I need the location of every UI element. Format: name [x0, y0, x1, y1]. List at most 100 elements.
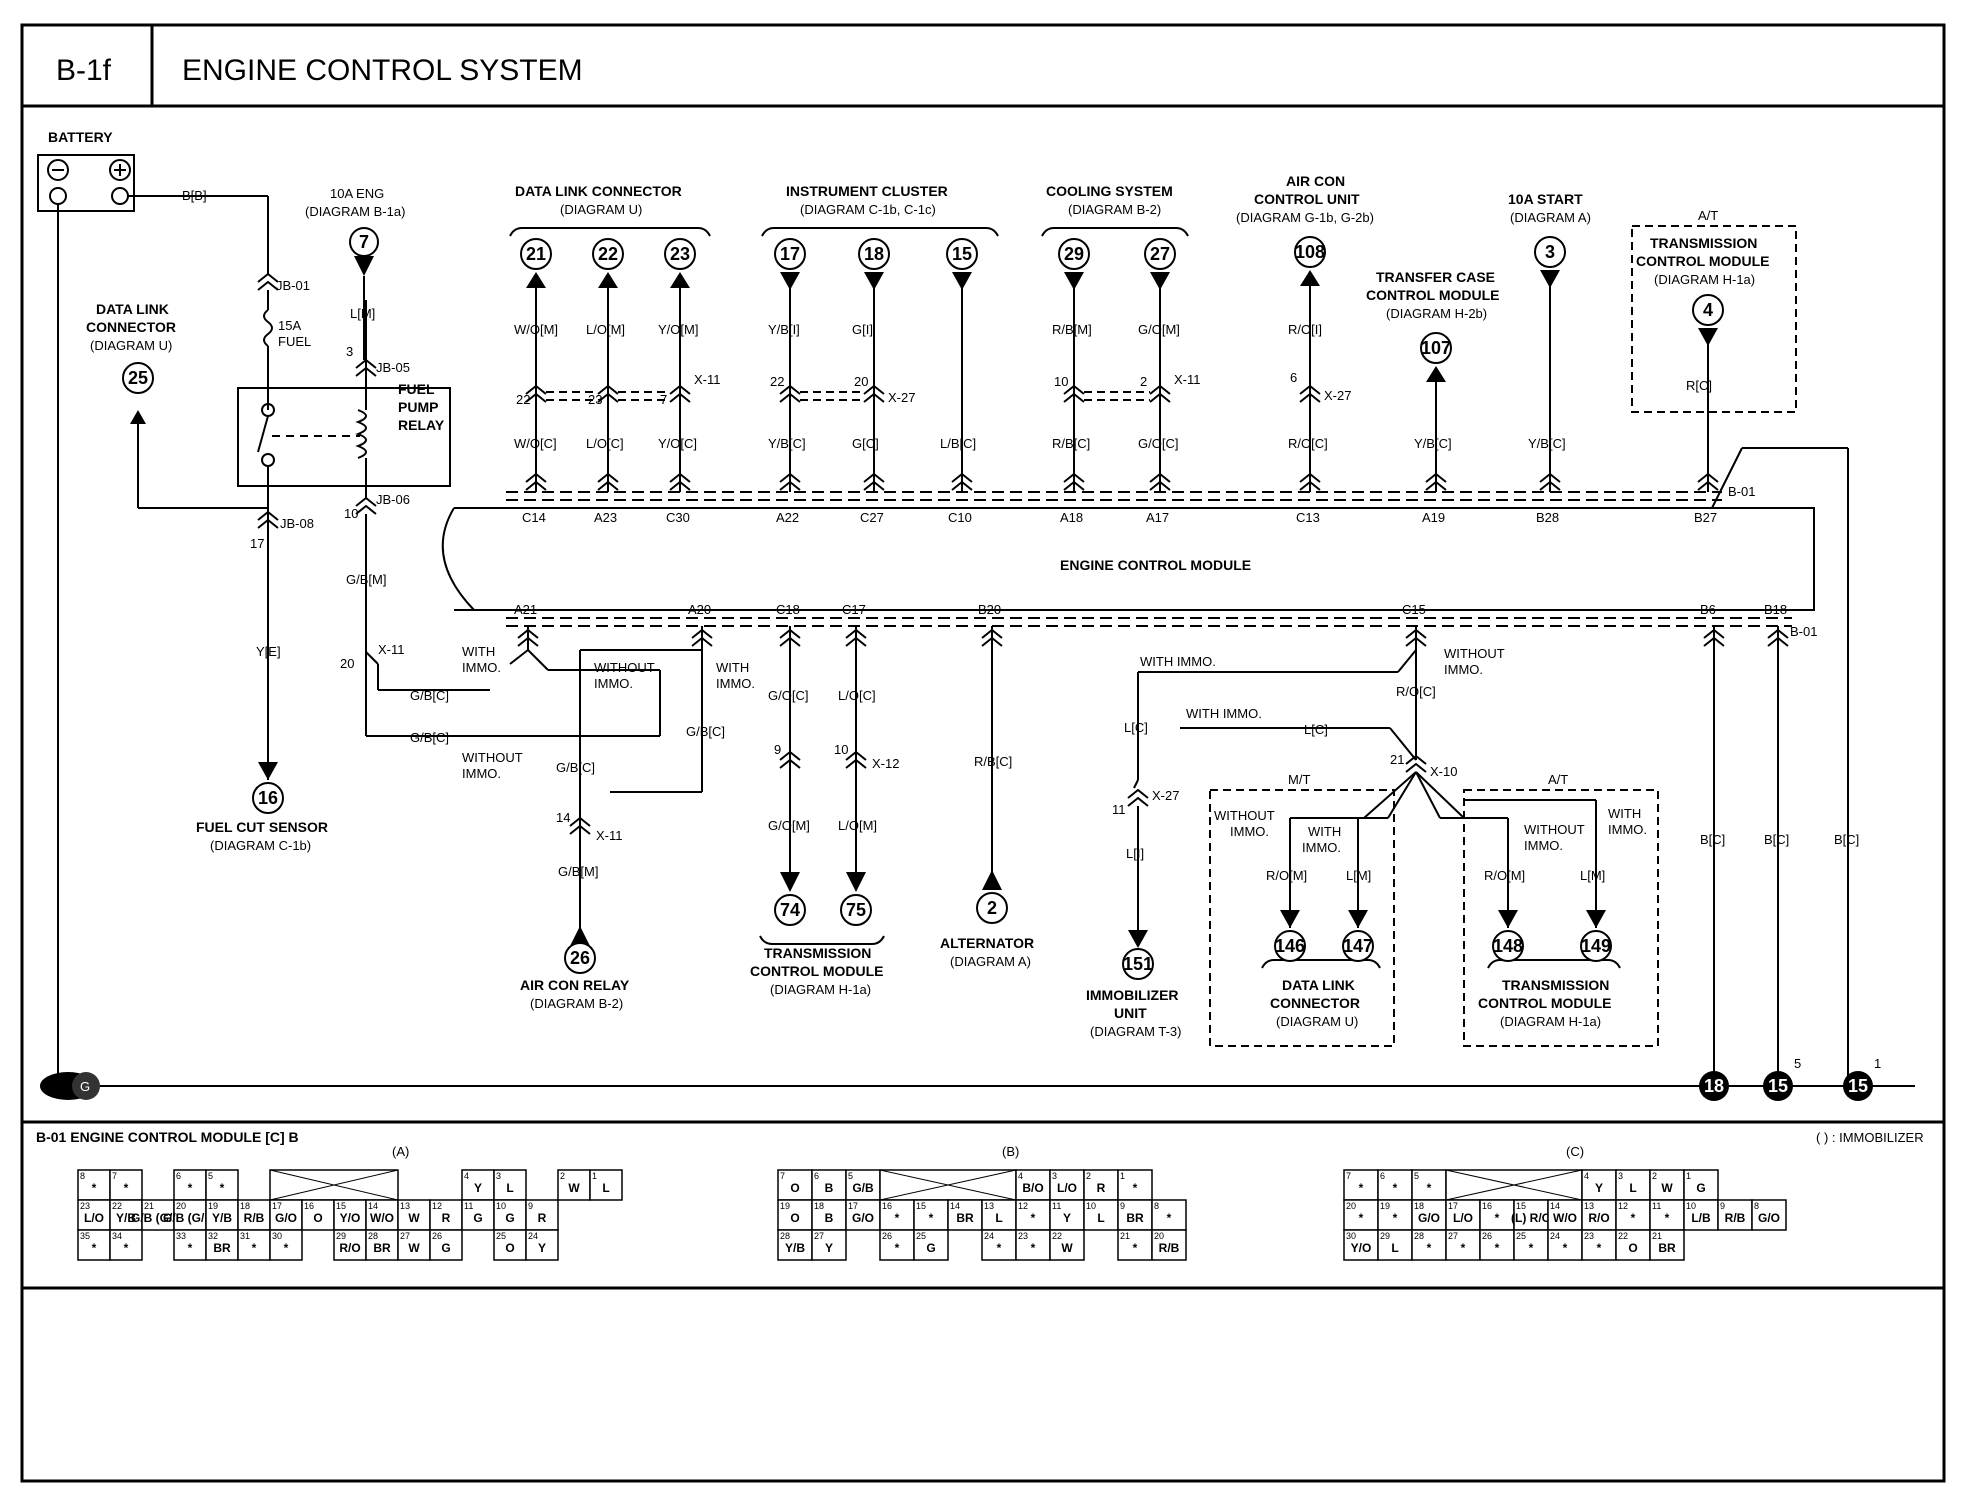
arrow-down-icon: [1064, 272, 1084, 290]
at-wire2: L[M]: [1580, 868, 1605, 883]
connector-pin-color: L/O: [1453, 1211, 1473, 1225]
ref-16-circle[interactable]: [252, 782, 284, 814]
connector-pin-number: 10: [1086, 1201, 1096, 1211]
arrow-up-icon: [1300, 270, 1320, 286]
connector-pin-number: 1: [592, 1171, 597, 1181]
dlc-group-diagram: (DIAGRAM U): [560, 202, 642, 217]
ground-18-dot[interactable]: [1699, 1071, 1729, 1101]
ref-75-circle[interactable]: [840, 894, 872, 926]
ecm-pin-label: A22: [776, 510, 799, 525]
tcm-wire1-bot: G/O[M]: [768, 818, 810, 833]
connector-cell: [173, 1169, 207, 1201]
connector-pin-number: 21: [1652, 1231, 1662, 1241]
ref-3-circle[interactable]: [1534, 236, 1566, 268]
connector-cell: [589, 1169, 623, 1201]
legend-b: (B): [1002, 1144, 1019, 1159]
connector-pin-number: 20: [1346, 1201, 1356, 1211]
c15-pin: 21: [1390, 752, 1404, 767]
mt-wire2: L[M]: [1346, 868, 1371, 883]
ecm-pin-label: C14: [522, 510, 546, 525]
ref-25-circle[interactable]: [122, 362, 154, 394]
ecm-conn-top: B-01: [1728, 484, 1755, 499]
aircon-relay-diagram: (DIAGRAM B-2): [530, 996, 623, 1011]
ref-148-circle[interactable]: [1492, 930, 1524, 962]
relay-pin: 10: [344, 506, 358, 521]
connector-pin-number: 2: [560, 1171, 565, 1181]
ground-15b-dot[interactable]: [1843, 1071, 1873, 1101]
start-label: 10A START: [1508, 191, 1583, 207]
connector-pin-color: BR: [956, 1211, 974, 1225]
jb06-label: JB-06: [376, 492, 410, 507]
connector-pin-color: W/O: [370, 1211, 394, 1225]
connector-pin-color: *: [92, 1241, 97, 1255]
ref-15-circle[interactable]: [946, 238, 978, 270]
ref-17-circle[interactable]: [774, 238, 806, 270]
ground-15a-dot[interactable]: [1763, 1071, 1793, 1101]
connector-cell: [1717, 1199, 1753, 1231]
connector-pin-number: 22: [112, 1201, 122, 1211]
connector-pin-number: 26: [1482, 1231, 1492, 1241]
aircon-label-2: CONTROL UNIT: [1254, 191, 1360, 207]
ref-146-circle[interactable]: [1274, 930, 1306, 962]
connector-cell: [845, 1169, 881, 1201]
ref-27: 27: [1150, 244, 1170, 264]
ref-107-circle[interactable]: [1420, 332, 1452, 364]
ref-147-circle[interactable]: [1342, 930, 1374, 962]
connector-pin-number: 25: [916, 1231, 926, 1241]
connector-pin-color: R/B: [244, 1211, 265, 1225]
connector-pin-color: *: [1393, 1211, 1398, 1225]
connector-pin-color: Y/B: [212, 1211, 232, 1225]
connector-pin-number: 15: [336, 1201, 346, 1211]
ref-29-circle[interactable]: [1058, 238, 1090, 270]
connector-pin-color: BR: [1658, 1241, 1676, 1255]
at-diagram: (DIAGRAM H-1a): [1500, 1014, 1601, 1029]
transfer-label-1: TRANSFER CASE: [1376, 269, 1495, 285]
immo-without-4: IMMO.: [462, 766, 501, 781]
dlc-left-2: CONNECTOR: [86, 319, 176, 335]
ref-23-circle[interactable]: [664, 238, 696, 270]
splice-pin: 2: [1140, 374, 1147, 389]
legend-title: B-01 ENGINE CONTROL MODULE [C] B: [36, 1129, 299, 1145]
connector-pin-color: *: [92, 1181, 97, 1195]
ref-151-circle[interactable]: [1122, 948, 1154, 980]
ref-4-circle[interactable]: [1692, 294, 1724, 326]
ref-21-circle[interactable]: [520, 238, 552, 270]
splice-conn: X-27: [1324, 388, 1351, 403]
connector-cell: [493, 1169, 527, 1201]
arrow-up-icon: [526, 272, 546, 288]
connector-pin-color: *: [1393, 1181, 1398, 1195]
mt-with-1: WITH: [1308, 824, 1341, 839]
ref-74-circle[interactable]: [774, 894, 806, 926]
connector-pin-color: L: [995, 1211, 1002, 1225]
ecm-pin-label: C27: [860, 510, 884, 525]
ref-7-circle[interactable]: [349, 227, 379, 276]
ref-26-circle[interactable]: [564, 942, 596, 974]
mt-label-2: CONNECTOR: [1270, 995, 1360, 1011]
top-circuit-b27: 4R[C]B27: [1686, 294, 1724, 525]
immo-with-4: IMMO.: [716, 676, 755, 691]
ref-22-circle[interactable]: [592, 238, 624, 270]
immo-without-2: IMMO.: [594, 676, 633, 691]
ref-27-circle[interactable]: [1144, 238, 1176, 270]
connector-pin-number: 17: [1448, 1201, 1458, 1211]
connector-cell: [77, 1229, 111, 1261]
connector-pin-color: *: [929, 1211, 934, 1225]
connector-pin-number: 8: [1754, 1201, 1759, 1211]
immo-with-1: WITH: [462, 644, 495, 659]
connector-cell: [1479, 1229, 1515, 1261]
immo-with-2: IMMO.: [462, 660, 501, 675]
ref-18-circle[interactable]: [858, 238, 890, 270]
ref-2-circle[interactable]: [976, 892, 1008, 924]
connector-pin-color: B: [825, 1181, 834, 1195]
connector-pin-color: *: [1427, 1241, 1432, 1255]
connector-pin-color: W: [408, 1241, 420, 1255]
connector-pin-color: *: [1031, 1241, 1036, 1255]
immobilizer-conn: X-27: [1152, 788, 1179, 803]
mt-tag: M/T: [1288, 772, 1310, 787]
ecm-pin-label: C13: [1296, 510, 1320, 525]
connector-pin-color: Y: [538, 1241, 546, 1255]
ref-149-circle[interactable]: [1580, 930, 1612, 962]
ref-108-circle[interactable]: [1294, 236, 1326, 268]
ecm-label: ENGINE CONTROL MODULE: [1060, 557, 1251, 573]
connector-cell: [1649, 1199, 1685, 1231]
